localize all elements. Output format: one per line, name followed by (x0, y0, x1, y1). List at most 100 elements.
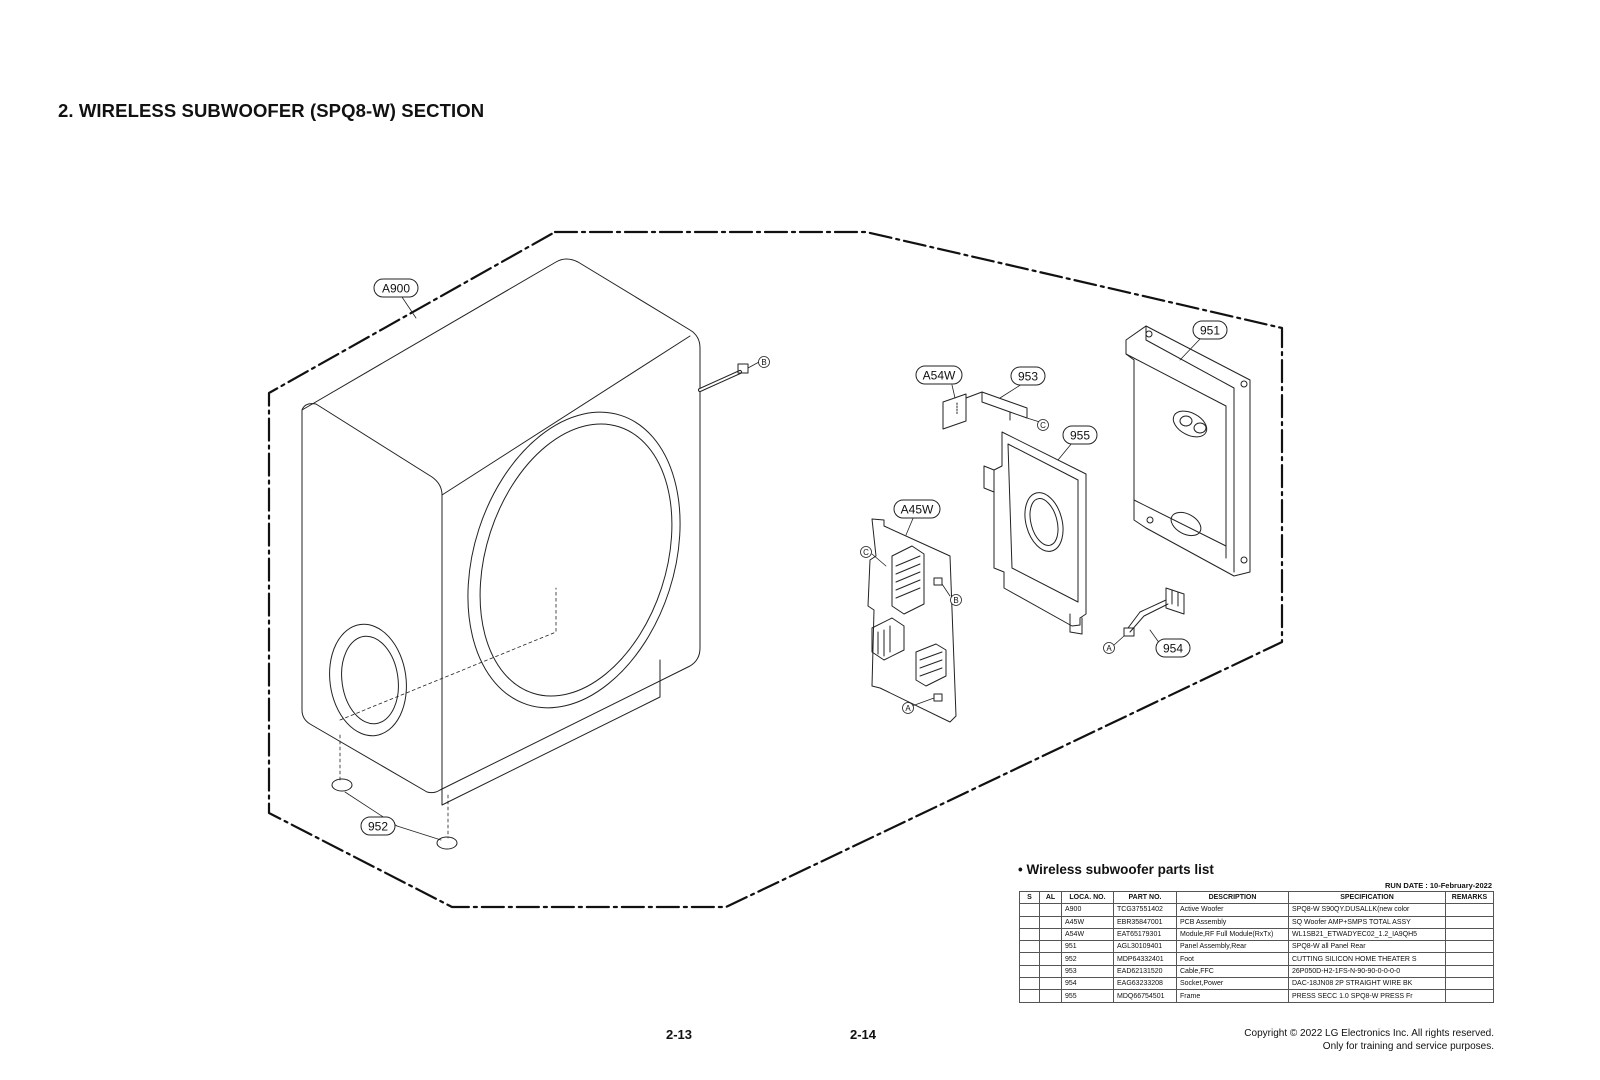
cell-remarks (1445, 977, 1494, 991)
cell-description: PCB Assembly (1176, 915, 1289, 929)
cell-description: Frame (1176, 989, 1289, 1003)
woofer-driver-cone (479, 423, 673, 697)
cell-specification: WL1SB21_ETWADYEC02_1.2_IA9QH5 (1288, 927, 1446, 942)
connector-mark-c-pcb: C (860, 546, 872, 558)
page-number-left: 2-13 (666, 1027, 693, 1042)
cell-loca-no: 954 (1061, 977, 1114, 991)
connector-mark-b-cable: B (758, 356, 770, 368)
svg-text:954: 954 (1163, 642, 1183, 656)
cell-part-no: EAD62131520 (1113, 964, 1177, 979)
col-header-description: DESCRIPTION (1176, 890, 1289, 905)
cell-s (1019, 977, 1040, 991)
svg-text:A45W: A45W (901, 503, 934, 517)
cell-remarks (1445, 989, 1494, 1003)
cell-loca-no: A900 (1061, 903, 1114, 917)
cell-s (1019, 903, 1040, 917)
cell-part-no: EAG63233208 (1113, 977, 1177, 991)
cell-part-no: MDQ66754501 (1113, 989, 1177, 1003)
subwoofer-cabinet (301, 258, 749, 839)
bass-port-outer (329, 623, 407, 737)
callout-951: 951 (1192, 320, 1228, 340)
cell-remarks (1445, 927, 1494, 942)
cell-part-no: EBR35847001 (1113, 915, 1177, 929)
metal-frame (983, 431, 1087, 635)
cell-al (1039, 989, 1062, 1003)
cell-loca-no: A45W (1061, 915, 1114, 929)
svg-text:A: A (905, 704, 911, 713)
svg-text:952: 952 (368, 820, 388, 834)
svg-text:C: C (1040, 421, 1046, 430)
assembly-boundary (267, 230, 1284, 909)
cell-part-no: TCG37551402 (1113, 903, 1177, 917)
cell-description: Cable,FFC (1176, 964, 1289, 979)
cell-al (1039, 927, 1062, 942)
cell-al (1039, 964, 1062, 979)
callout-a900: A900 (373, 278, 419, 298)
cell-description: Module,RF Full Module(RxTx) (1176, 927, 1289, 942)
cell-loca-no: 951 (1061, 940, 1114, 954)
callout-955: 955 (1062, 425, 1098, 445)
parts-table-header: S AL LOCA. NO. PART NO. DESCRIPTION SPEC… (1019, 890, 1494, 905)
col-header-al: AL (1039, 890, 1062, 905)
rf-module-board (942, 391, 1028, 430)
cell-loca-no: 953 (1061, 964, 1114, 979)
svg-text:C: C (863, 548, 869, 557)
connector-mark-a-socket: A (1103, 642, 1115, 654)
rear-panel (1125, 325, 1251, 577)
col-header-s: S (1019, 890, 1040, 905)
copyright-line: Copyright © 2022 LG Electronics Inc. All… (1244, 1028, 1494, 1039)
callout-952: 952 (360, 816, 396, 836)
callout-a54w: A54W (915, 365, 963, 385)
cell-loca-no: 952 (1061, 952, 1114, 966)
cell-s (1019, 989, 1040, 1003)
col-header-loca-no: LOCA. NO. (1061, 890, 1114, 905)
cell-remarks (1445, 964, 1494, 979)
svg-text:955: 955 (1070, 429, 1090, 443)
cell-remarks (1445, 952, 1494, 966)
cell-s (1019, 964, 1040, 979)
copyright-notice: Copyright © 2022 LG Electronics Inc. All… (1244, 1027, 1494, 1053)
woofer-driver-ring (467, 411, 681, 709)
svg-text:B: B (761, 358, 766, 367)
cell-specification: CUTTING SILICON HOME THEATER S (1288, 952, 1446, 966)
run-date: RUN DATE : 10-February-2022 (1385, 881, 1492, 890)
cell-specification: SPQ8-W S90QY.DUSALLK(new color (1288, 903, 1446, 917)
cell-description: Active Woofer (1176, 903, 1289, 917)
col-header-specification: SPECIFICATION (1288, 890, 1446, 905)
cell-specification: SQ Woofer AMP+SMPS TOTAL ASSY (1288, 915, 1446, 929)
page-number-right: 2-14 (850, 1027, 877, 1042)
connector-mark-c-ffc: C (1037, 419, 1049, 431)
connector-mark-b-pcb: B (950, 594, 962, 606)
foot-rear (436, 836, 458, 850)
foot-front (331, 778, 353, 792)
page-title: 2. WIRELESS SUBWOOFER (SPQ8-W) SECTION (58, 100, 485, 121)
cell-al (1039, 977, 1062, 991)
cell-loca-no: 955 (1061, 989, 1114, 1003)
cell-specification: SPQ8-W all Panel Rear (1288, 940, 1446, 954)
cell-description: Foot (1176, 952, 1289, 966)
svg-text:A900: A900 (382, 282, 410, 296)
cell-specification: DAC-18JN08 2P STRAIGHT WIRE BK (1288, 977, 1446, 991)
svg-text:A: A (1106, 644, 1112, 653)
cell-part-no: AGL30109401 (1113, 940, 1177, 954)
cell-remarks (1445, 903, 1494, 917)
cell-loca-no: A54W (1061, 927, 1114, 942)
svg-text:B: B (953, 596, 958, 605)
cell-remarks (1445, 915, 1494, 929)
cell-s (1019, 952, 1040, 966)
cell-specification: PRESS SECC 1.0 SPQ8-W PRESS Fr (1288, 989, 1446, 1003)
bass-port-inner (341, 635, 399, 725)
parts-list-title: • Wireless subwoofer parts list (1018, 862, 1214, 877)
cell-description: Panel Assembly,Rear (1176, 940, 1289, 954)
cell-description: Socket,Power (1176, 977, 1289, 991)
col-header-part-no: PART NO. (1113, 890, 1177, 905)
svg-text:A54W: A54W (923, 369, 956, 383)
cell-part-no: MDP64332401 (1113, 952, 1177, 966)
